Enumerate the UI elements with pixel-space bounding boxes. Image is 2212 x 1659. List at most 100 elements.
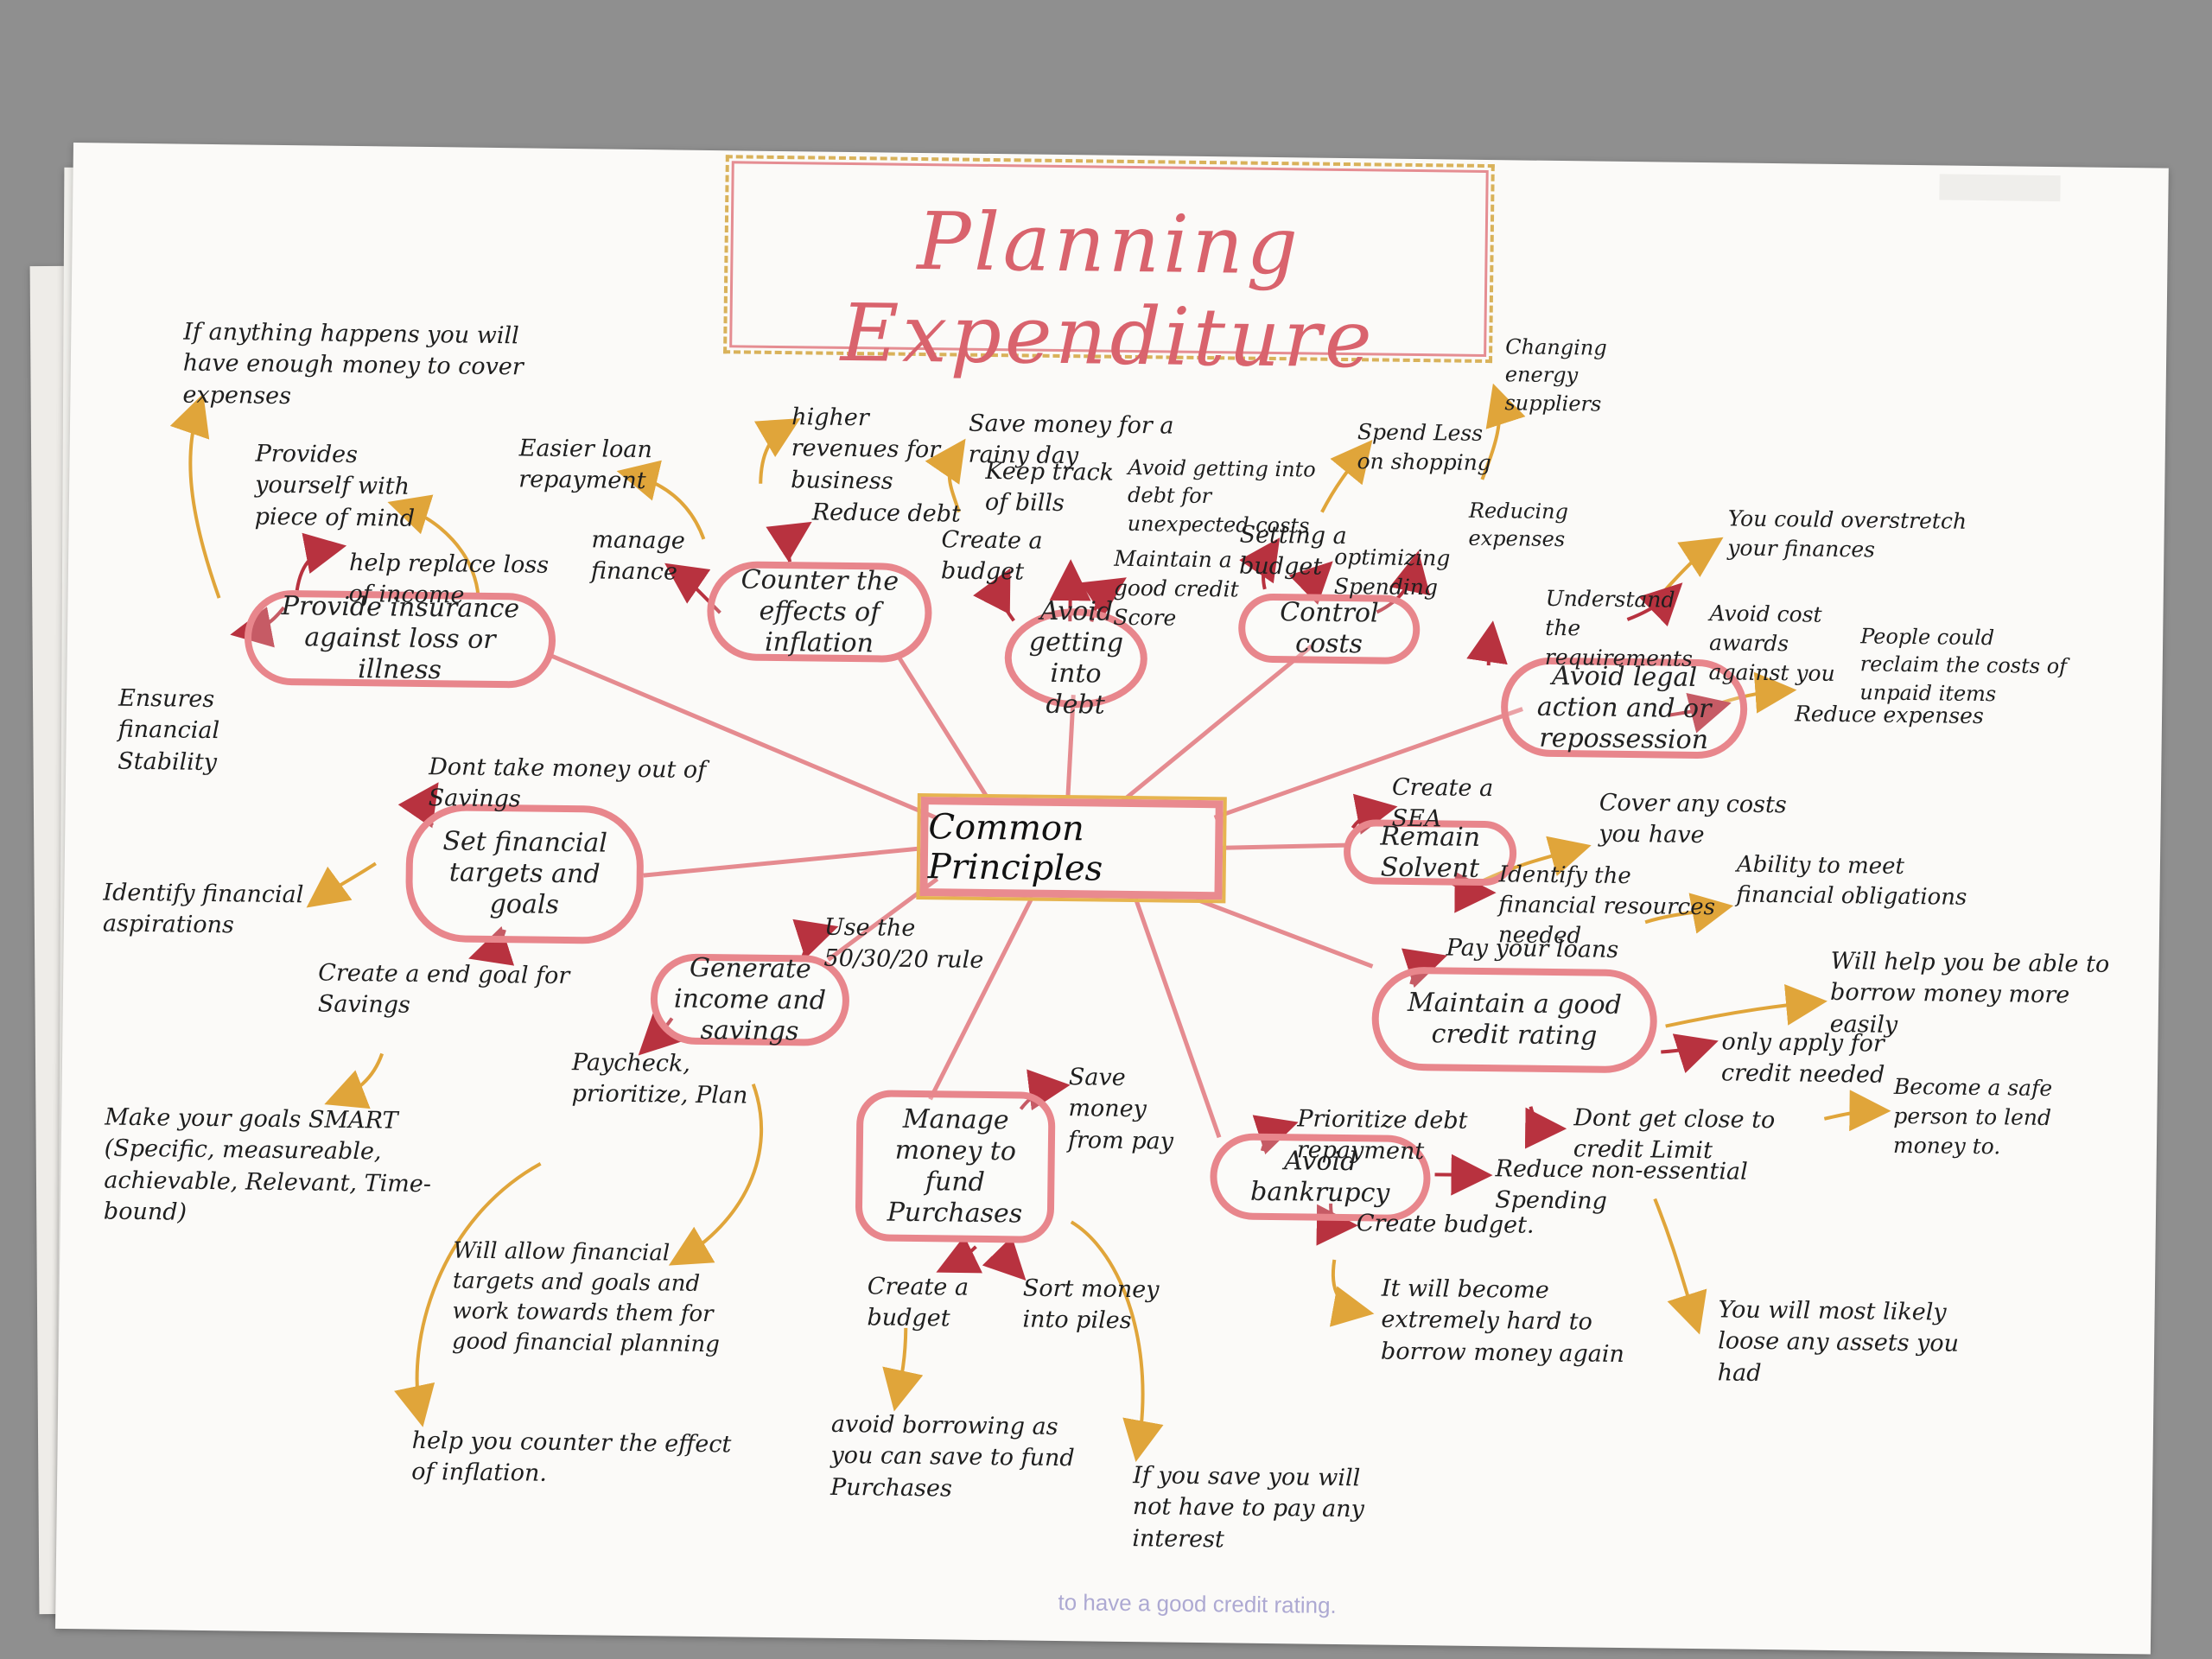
- spoke-targets: [643, 846, 921, 878]
- note-manage-sort: Sort money into piles: [1022, 1274, 1160, 1335]
- arrow-costs-budget: [1239, 537, 1281, 590]
- arrow-manage-create: [936, 1236, 983, 1274]
- arrow-income-paycheck: [638, 1011, 683, 1056]
- arrow-debt-rainy: [925, 438, 966, 513]
- note-targets-dont: Dont take money out of Savings: [428, 753, 707, 813]
- note-costs-reducing: Reducing expenses: [1468, 498, 1569, 552]
- arrow-insurance-stability: [230, 606, 286, 648]
- arrow-inflation-revenue: [753, 418, 801, 484]
- arrow-inflation-loan: [616, 460, 706, 540]
- spoke-manage: [928, 896, 1034, 1101]
- arrow-credit-pay: [1401, 948, 1448, 988]
- arrow-costs-optimize: [1288, 561, 1333, 606]
- note-credit-pay: Pay your loans: [1446, 934, 1619, 963]
- note-manage-create: Create a budget: [867, 1273, 969, 1332]
- arrow-credit-borrow: [1665, 983, 1827, 1028]
- arrow-insurance-peace: [387, 494, 480, 597]
- arrow-manage-sort: [982, 1236, 1027, 1281]
- spoke-debt: [1065, 695, 1076, 799]
- arrow-credit-safe: [1823, 1090, 1891, 1132]
- note-costs-optimize: optimizing Spending: [1333, 543, 1451, 601]
- arrow-legal-reduce: [1669, 692, 1732, 734]
- title-frame: Planning Expenditure: [723, 155, 1495, 385]
- arrow-insurance-help: [295, 532, 347, 591]
- arrow-legal-understand: [1466, 620, 1508, 666]
- note-inflation-loan: Easier loan repayment: [518, 435, 653, 495]
- note-manage-save: Save money from pay: [1067, 1064, 1174, 1155]
- note-income-allow: Will allow financial targets and goals a…: [451, 1237, 721, 1358]
- arrow-credit-apply: [1661, 1033, 1719, 1074]
- arrow-targets-endgoal: [468, 925, 515, 966]
- arrow-targets-aspirations: [306, 861, 377, 908]
- arrow-income-rule: [792, 918, 839, 960]
- arrow-insurance-top: [169, 393, 221, 599]
- note-debt-credit: Maintain a good credit Score: [1113, 545, 1239, 631]
- arrow-bankruptcy-assets: [1653, 1198, 1707, 1335]
- note-costs-energy: Changing energy suppliers: [1504, 334, 1607, 416]
- note-bankruptcy-create: Create budget.: [1356, 1210, 1535, 1239]
- arrow-bankruptcy-prioritize: [1252, 1115, 1299, 1155]
- node-inflation: Counter the effects of inflation: [706, 561, 933, 664]
- central-node: Common Principles: [916, 792, 1227, 904]
- arrow-bankruptcy-create: [1316, 1203, 1358, 1246]
- connector-layer: [169, 383, 1891, 1462]
- orange-arrows: [169, 383, 1891, 1462]
- spoke-solvent: [1223, 842, 1349, 850]
- note-credit-safe: Become a safe person to lend money to.: [1892, 1073, 2053, 1159]
- note-legal-understand: Understand the requirements: [1544, 585, 1694, 671]
- arrow-credit-limit: [1524, 1106, 1567, 1149]
- note-debt-budget: Create a budget: [940, 526, 1043, 586]
- node-targets: Set financial targets and goals: [404, 803, 645, 945]
- note-debt-bills: Keep track of bills: [984, 457, 1115, 518]
- node-costs: Control costs: [1237, 593, 1421, 665]
- spoke-legal: [1213, 707, 1523, 820]
- arrow-inflation-reduce: [766, 521, 812, 563]
- note-costs-shopping: Spend Less on shopping: [1357, 419, 1491, 475]
- note-insurance-peace: Provides yourself with piece of mind: [254, 440, 416, 532]
- note-income-paycheck: Paycheck, prioritize, Plan: [571, 1049, 748, 1110]
- note-income-rule: Use the 50/30/20 rule: [823, 913, 984, 975]
- note-legal-reclaim: People could reclaim the costs of unpaid…: [1859, 624, 2068, 707]
- arrow-costs-energy: [1480, 383, 1526, 480]
- note-bankruptcy-prioritize: Prioritize debt repayment: [1296, 1105, 1468, 1166]
- note-insurance-stability: Ensures financial Stability: [118, 684, 220, 776]
- note-bankruptcy-assets: You will most likely loose any assets yo…: [1717, 1296, 1960, 1387]
- bleed-through-text: to have a good credit rating.: [1058, 1589, 1337, 1618]
- note-insurance-cover: If anything happens you will have enough…: [182, 318, 524, 410]
- node-credit: Maintain a good credit rating: [1370, 966, 1658, 1074]
- node-income: Generate income and savings: [650, 952, 850, 1047]
- arrow-legal-avoid: [1626, 582, 1683, 627]
- note-inflation-manage: manage finance: [590, 526, 686, 587]
- spoke-income: [827, 877, 939, 962]
- arrow-income-inflation: [394, 1161, 542, 1427]
- note-insurance-help: help replace loss of income: [348, 549, 550, 610]
- note-legal-avoid: Avoid cost awards against you: [1708, 601, 1835, 686]
- note-solvent-cover: Cover any costs you have: [1599, 789, 1787, 849]
- mind-map-sheet: Planning Expenditure Common Principles P…: [54, 143, 2169, 1655]
- spoke-inflation: [894, 652, 992, 804]
- arrow-debt-credit: [1080, 577, 1127, 622]
- note-bankruptcy-borrow: It will become extremely hard to borrow …: [1380, 1274, 1625, 1368]
- arrow-bankruptcy-borrow: [1329, 1259, 1375, 1327]
- note-income-inflation: help you counter the effect of inflation…: [411, 1427, 732, 1488]
- note-legal-reduce: Reduce expenses: [1794, 701, 1984, 729]
- spoke-bankruptcy: [1134, 898, 1222, 1139]
- spoke-credit: [1195, 897, 1374, 969]
- note-targets-smart: Make your goals SMART (Specific, measure…: [103, 1103, 432, 1227]
- arrow-bankruptcy-reduce: [1434, 1154, 1493, 1196]
- spokes: [545, 644, 1523, 1139]
- arrow-manage-interest: [1070, 1220, 1164, 1462]
- note-solvent-sea: Create a SEA: [1391, 773, 1494, 833]
- red-arrows: [230, 521, 1732, 1281]
- arrow-targets-dont: [397, 782, 439, 829]
- arrow-debt-bills: [1049, 559, 1091, 622]
- arrow-targets-smart: [324, 1052, 385, 1109]
- note-manage-avoid: avoid borrowing as you can save to fund …: [830, 1410, 1075, 1503]
- note-manage-interest: If you save you will not have to pay any…: [1132, 1462, 1365, 1554]
- spoke-insurance: [545, 652, 939, 821]
- spoke-costs: [1118, 644, 1313, 805]
- arrow-costs-shopping: [1320, 440, 1373, 513]
- note-solvent-ability: Ability to meet financial obligations: [1736, 851, 1967, 911]
- arrow-manage-avoid: [882, 1327, 924, 1412]
- arrow-solvent-sea: [1351, 793, 1398, 835]
